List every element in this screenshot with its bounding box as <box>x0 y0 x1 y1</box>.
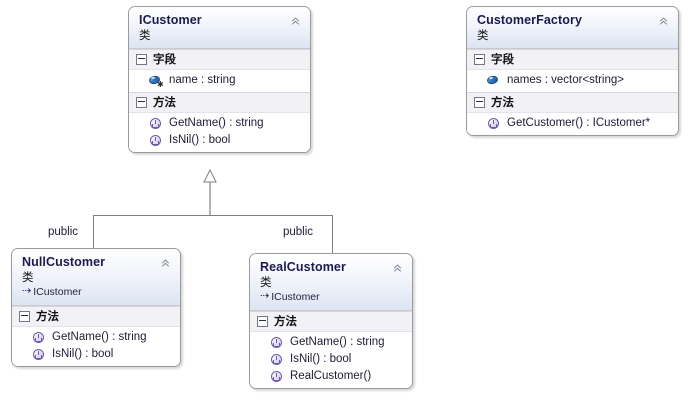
chevron-up-double-icon[interactable] <box>657 14 670 27</box>
member-label: GetName() : string <box>169 117 264 129</box>
compartment-title-fields: 字段 <box>491 52 514 66</box>
class-box-nullcustomer[interactable]: NullCustomer 类 ⇢ICustomer 方法 GetName() :… <box>11 248 181 367</box>
member-row[interactable]: ✱ name : string <box>129 72 310 89</box>
member-row[interactable]: GetName() : string <box>250 334 412 351</box>
class-name-realcustomer: RealCustomer <box>260 260 346 274</box>
base-class-label: ICustomer <box>271 291 320 303</box>
method-icon <box>32 331 45 344</box>
class-stereotype-icustomer: 类 <box>139 28 151 42</box>
compartment-title-methods: 方法 <box>274 314 297 328</box>
method-icon <box>270 336 283 349</box>
member-label: names : vector<string> <box>507 74 624 86</box>
member-row[interactable]: IsNil() : bool <box>12 346 180 363</box>
method-icon <box>270 370 283 383</box>
class-header-customerfactory[interactable]: CustomerFactory 类 <box>467 7 678 48</box>
header-divider <box>12 305 180 306</box>
compartment-header-fields-customerfactory[interactable]: 字段 <box>467 49 678 70</box>
class-box-icustomer[interactable]: ICustomer 类 字段 ✱ name : string 方法 GetNam… <box>128 6 311 153</box>
class-header-icustomer[interactable]: ICustomer 类 <box>129 7 310 48</box>
method-icon <box>32 348 45 361</box>
member-label: GetName() : string <box>52 331 147 343</box>
inheritance-arrow-icon: ⇢ <box>260 290 270 302</box>
compartment-header-fields-icustomer[interactable]: 字段 <box>129 49 310 70</box>
member-label: name : string <box>169 74 236 86</box>
member-label: IsNil() : bool <box>52 348 114 360</box>
member-row[interactable]: GetName() : string <box>12 329 180 346</box>
class-base-realcustomer: ⇢ICustomer <box>260 290 403 304</box>
class-name-nullcustomer: NullCustomer <box>22 255 106 269</box>
member-row[interactable]: IsNil() : bool <box>129 132 310 149</box>
connection-label-realcustomer: public <box>283 226 314 238</box>
compartment-title-fields: 字段 <box>153 52 176 66</box>
member-label: GetName() : string <box>290 336 385 348</box>
method-icon <box>149 134 162 147</box>
minus-box-icon[interactable] <box>19 310 30 322</box>
compartment-header-methods-realcustomer[interactable]: 方法 <box>250 311 412 332</box>
member-list-fields-icustomer: ✱ name : string <box>129 70 310 92</box>
chevron-up-double-icon[interactable] <box>391 261 404 274</box>
class-base-nullcustomer: ⇢ICustomer <box>22 285 171 299</box>
base-class-label: ICustomer <box>33 286 82 298</box>
header-divider <box>250 310 412 311</box>
member-row[interactable]: GetName() : string <box>129 115 310 132</box>
member-row[interactable]: RealCustomer() <box>250 368 412 385</box>
member-list-methods-icustomer: GetName() : string IsNil() : bool <box>129 113 310 152</box>
header-divider <box>467 48 678 49</box>
compartment-title-methods: 方法 <box>36 309 59 323</box>
chevron-up-double-icon[interactable] <box>289 14 302 27</box>
class-header-realcustomer[interactable]: RealCustomer 类 ⇢ICustomer <box>250 254 412 310</box>
compartment-title-methods: 方法 <box>491 95 514 109</box>
minus-box-icon[interactable] <box>136 96 147 108</box>
method-icon <box>270 353 283 366</box>
member-label: GetCustomer() : ICustomer* <box>507 117 651 129</box>
class-box-realcustomer[interactable]: RealCustomer 类 ⇢ICustomer 方法 GetName() :… <box>249 253 413 389</box>
minus-box-icon[interactable] <box>474 53 485 65</box>
minus-box-icon[interactable] <box>257 315 268 327</box>
field-icon <box>486 74 500 87</box>
minus-box-icon[interactable] <box>474 96 485 108</box>
member-list-methods-realcustomer: GetName() : string IsNil() : bool RealCu… <box>250 332 412 388</box>
field-icon: ✱ <box>148 74 164 89</box>
class-name-icustomer: ICustomer <box>139 13 202 27</box>
chevron-up-double-icon[interactable] <box>159 256 172 269</box>
class-stereotype-nullcustomer: 类 <box>22 270 34 284</box>
inheritance-arrow-icon: ⇢ <box>22 285 32 297</box>
member-label: IsNil() : bool <box>290 353 352 365</box>
member-row[interactable]: GetCustomer() : ICustomer* <box>467 115 678 132</box>
method-icon <box>149 117 162 130</box>
minus-box-icon[interactable] <box>136 53 147 65</box>
member-label: RealCustomer() <box>290 370 372 382</box>
compartment-header-methods-nullcustomer[interactable]: 方法 <box>12 306 180 327</box>
header-divider <box>129 48 310 49</box>
class-name-customerfactory: CustomerFactory <box>477 13 582 27</box>
class-header-nullcustomer[interactable]: NullCustomer 类 ⇢ICustomer <box>12 249 180 305</box>
generalization-arrowhead <box>203 168 217 183</box>
compartment-header-methods-customerfactory[interactable]: 方法 <box>467 92 678 113</box>
compartment-header-methods-icustomer[interactable]: 方法 <box>129 92 310 113</box>
member-label: IsNil() : bool <box>169 134 231 146</box>
member-list-methods-customerfactory: GetCustomer() : ICustomer* <box>467 113 678 135</box>
method-icon <box>487 117 500 130</box>
class-box-customerfactory[interactable]: CustomerFactory 类 字段 names : vector<stri… <box>466 6 679 136</box>
class-stereotype-customerfactory: 类 <box>477 28 489 42</box>
connection-label-nullcustomer: public <box>48 226 79 238</box>
member-row[interactable]: names : vector<string> <box>467 72 678 89</box>
member-list-fields-customerfactory: names : vector<string> <box>467 70 678 92</box>
compartment-title-methods: 方法 <box>153 95 176 109</box>
class-stereotype-realcustomer: 类 <box>260 275 272 289</box>
member-list-methods-nullcustomer: GetName() : string IsNil() : bool <box>12 327 180 366</box>
member-row[interactable]: IsNil() : bool <box>250 351 412 368</box>
